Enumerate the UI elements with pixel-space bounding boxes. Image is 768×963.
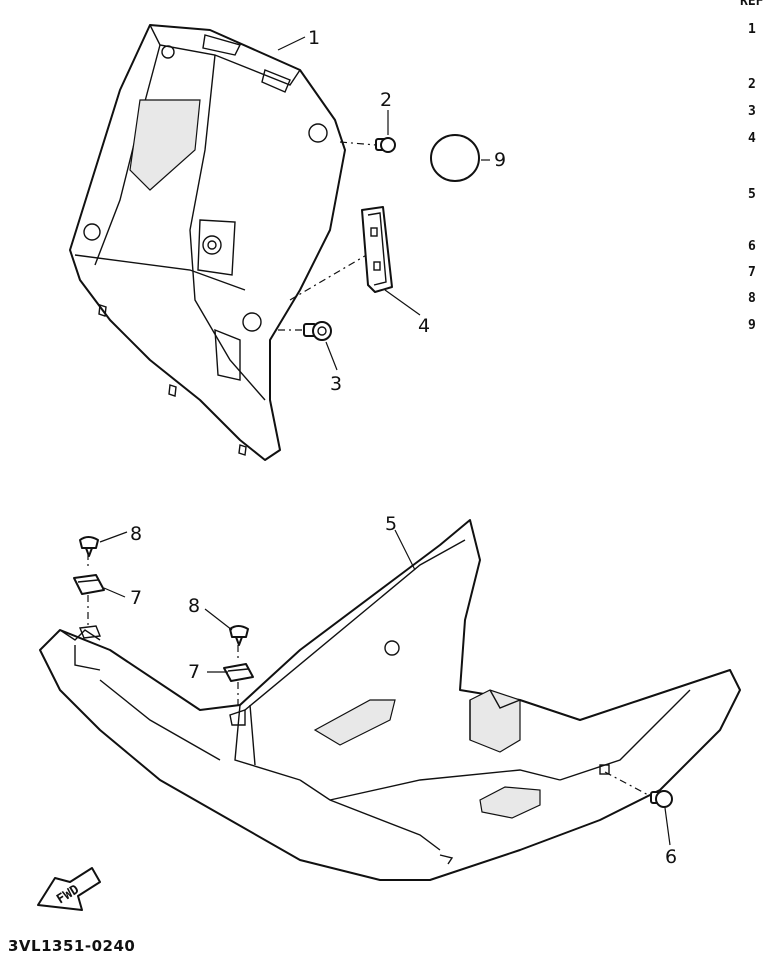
callout-2: 2 <box>380 89 392 111</box>
emblem-part-9 <box>430 134 480 182</box>
footrest-board-part-5 <box>39 519 741 881</box>
callout-7-left: 7 <box>130 587 142 609</box>
ref-item: 3 <box>748 104 756 119</box>
callout-8-left: 8 <box>130 523 142 545</box>
bolt-part-6 <box>599 764 673 808</box>
callout-4: 4 <box>418 315 430 337</box>
ref-item: 2 <box>748 77 756 92</box>
ref-number-column: REF 1 2 3 4 5 6 7 8 9 <box>740 0 764 333</box>
fwd-arrow-icon: FWD <box>37 867 101 911</box>
callout-5: 5 <box>385 513 397 535</box>
leader-lines <box>99 36 671 846</box>
ref-item: 9 <box>748 318 756 333</box>
screw-part-3 <box>278 321 332 341</box>
callout-8-right: 8 <box>188 595 200 617</box>
diagram-code: 3VL1351-0240 <box>8 937 135 955</box>
callout-9: 9 <box>494 149 506 171</box>
rivet-part-8-left <box>79 536 99 557</box>
ref-header: REF <box>740 0 764 9</box>
ref-item: 5 <box>748 187 756 202</box>
cover-plate-part-4 <box>289 206 393 301</box>
ref-item: 4 <box>748 131 756 146</box>
callout-6: 6 <box>665 846 677 868</box>
callout-1: 1 <box>308 27 320 49</box>
leg-shield-part-1 <box>69 24 346 461</box>
clip-part-7-right <box>223 645 254 710</box>
ref-item: 6 <box>748 239 756 254</box>
callout-3: 3 <box>330 373 342 395</box>
callout-labels: 1 2 3 4 5 6 7 7 8 8 9 <box>130 27 677 868</box>
callout-7-right: 7 <box>188 661 200 683</box>
ref-item: 1 <box>748 22 756 37</box>
clip-part-7-left <box>73 553 105 639</box>
ref-item: 8 <box>748 291 756 306</box>
screw-part-2 <box>339 137 396 153</box>
ref-item: 7 <box>748 265 756 280</box>
rivet-part-8-right <box>229 625 249 646</box>
